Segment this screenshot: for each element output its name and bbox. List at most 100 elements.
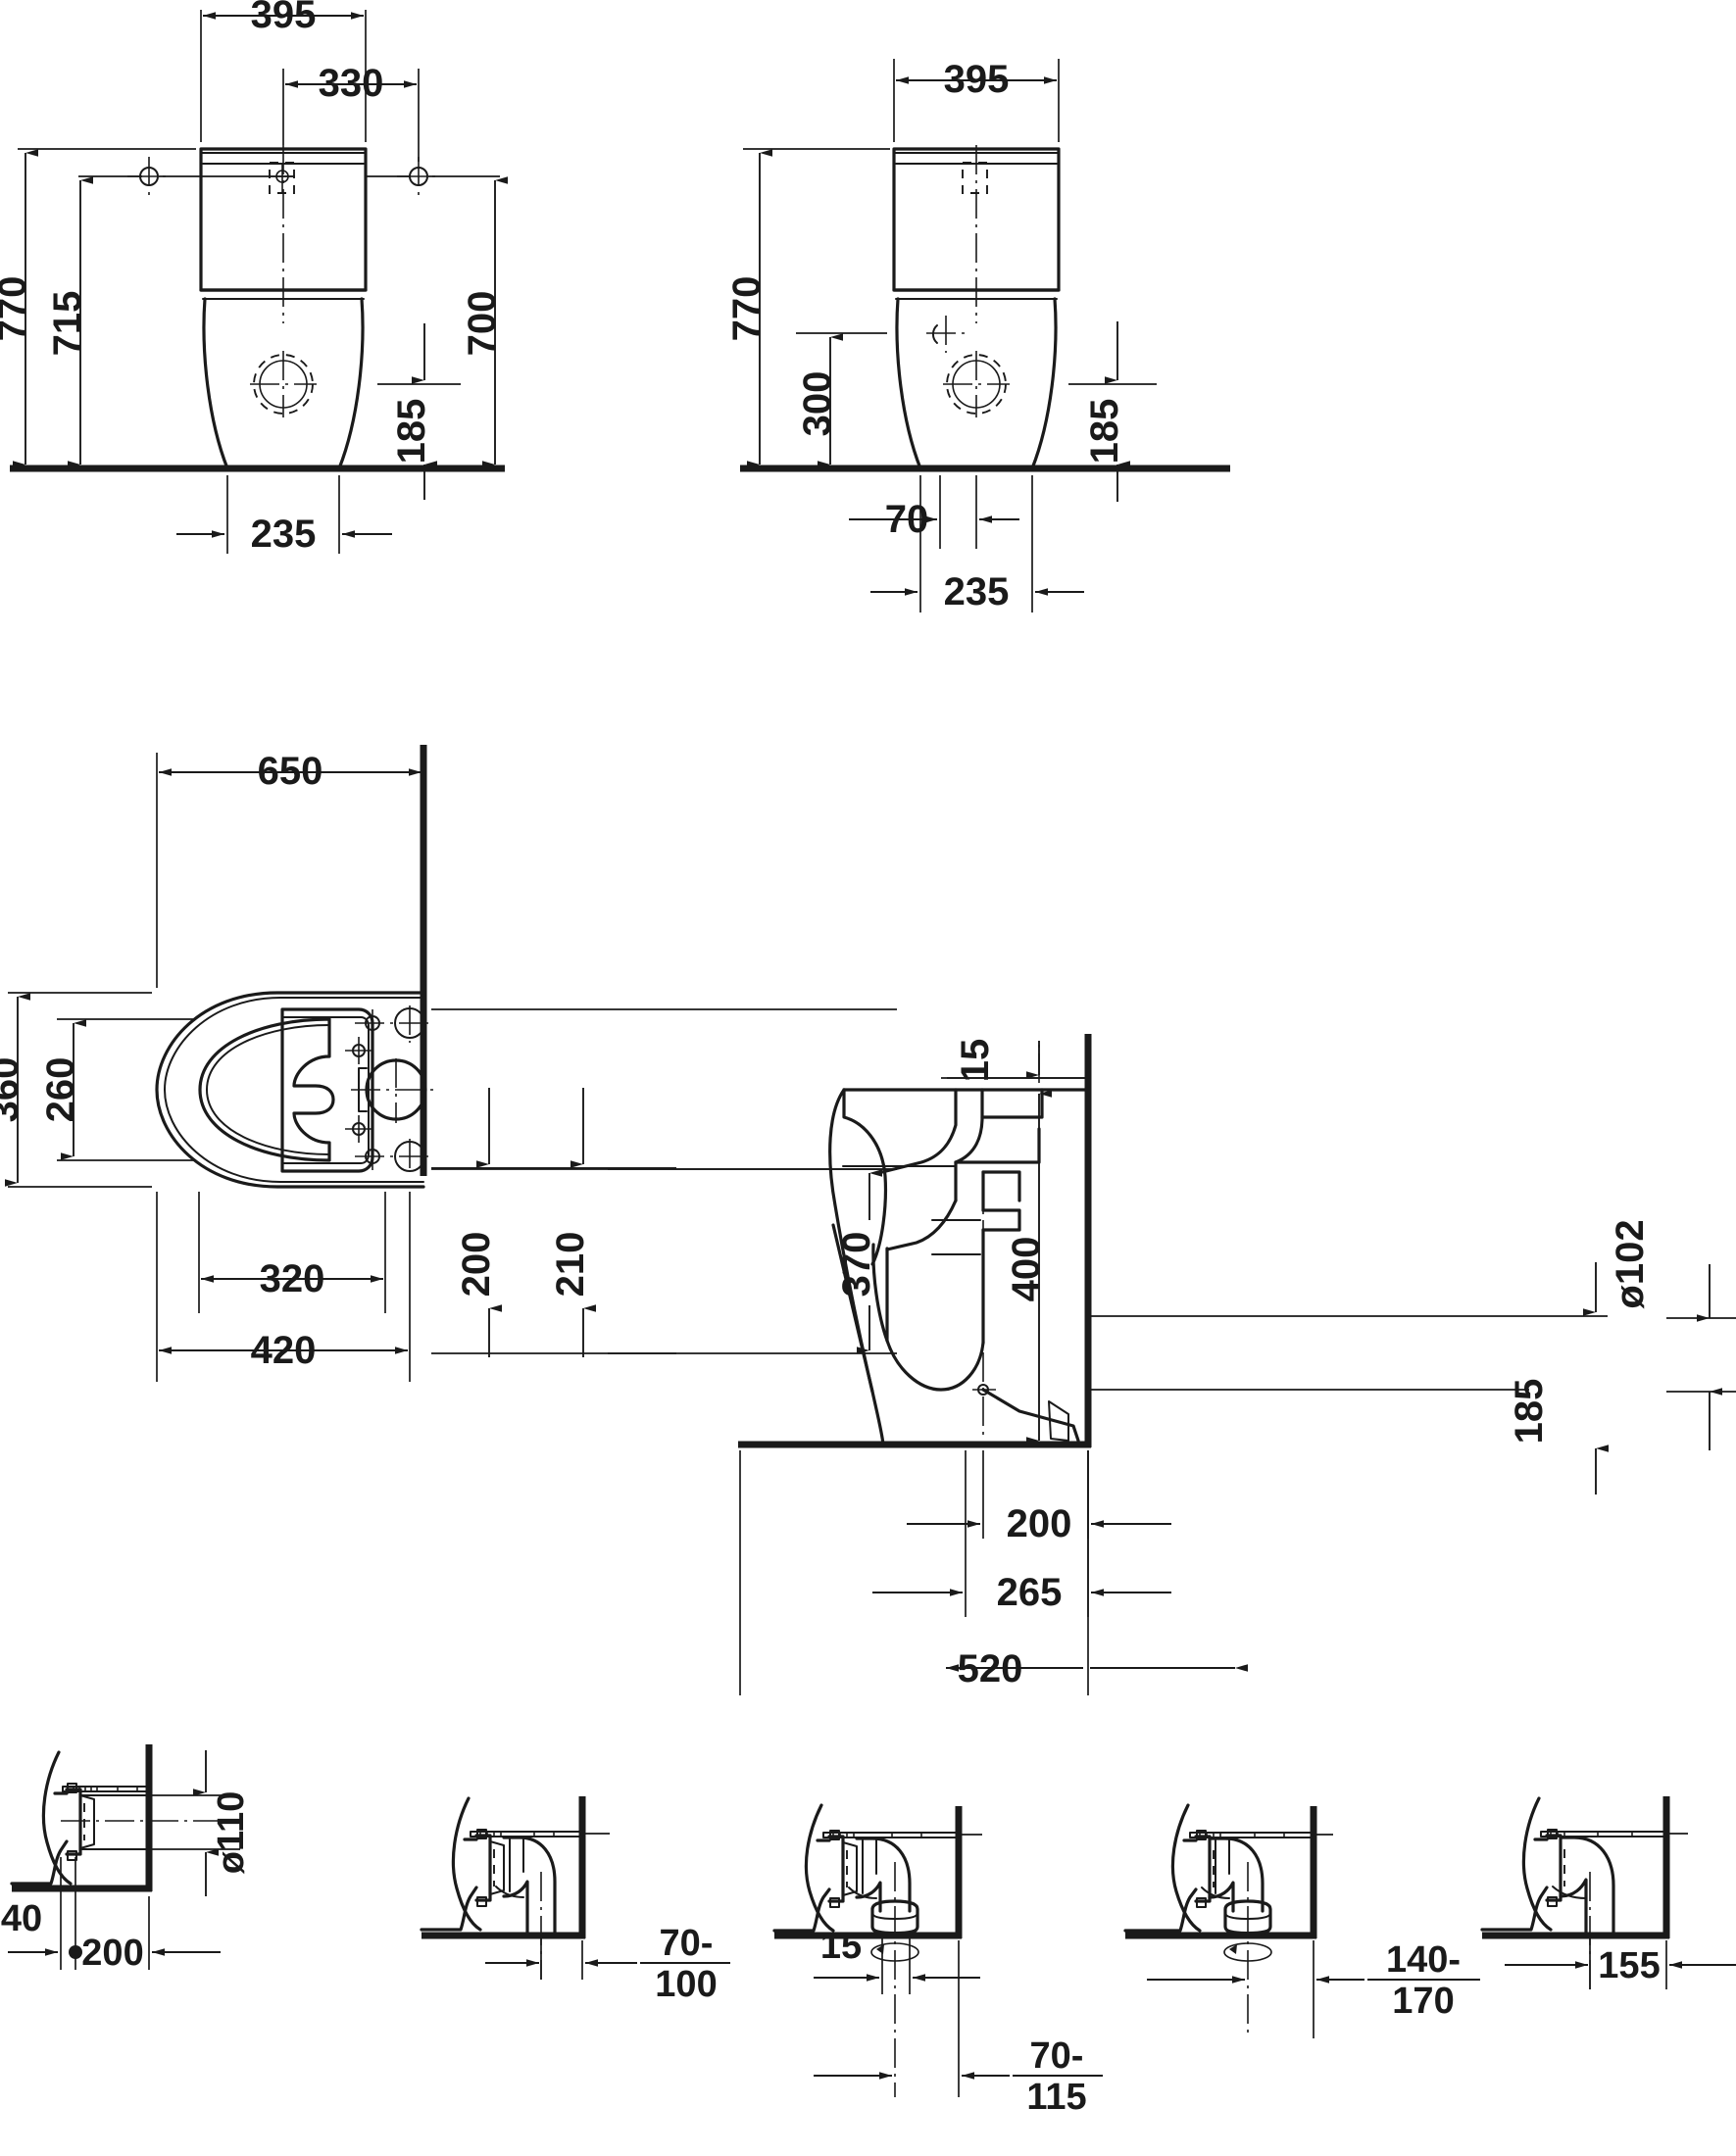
outlet-marker-right <box>943 351 1010 417</box>
dim-label-70-115-line1-v3: 70- <box>1030 2035 1084 2077</box>
view-front-elevation: 395 330 770 715 700 <box>0 0 508 556</box>
dim-210-plan: 210 <box>549 1088 592 1297</box>
flush-button-hidden-outline-right <box>962 162 988 194</box>
outlet-variant-4: 140- 170 <box>1123 1803 1480 2038</box>
v2-bowl-base <box>420 1886 478 1932</box>
v3-bowl-base <box>772 1887 831 1933</box>
dim-770-right: 770 <box>725 148 890 468</box>
dim-label-185-section: 185 <box>1508 1379 1551 1445</box>
dim-label-400-section: 400 <box>1005 1237 1048 1302</box>
dim-265-section: 265 <box>872 1450 1171 1617</box>
dim-label-700-front: 700 <box>461 291 504 357</box>
dim-300-right: 300 <box>796 332 887 468</box>
outlet-variant-2: 70- 100 <box>420 1796 730 2005</box>
dim-200-plan: 200 <box>431 1088 676 1298</box>
dim-260-plan: 260 <box>39 1018 196 1161</box>
v1-dim-dot <box>69 1945 82 1959</box>
dim-label-770-front: 770 <box>0 276 34 342</box>
dim-label-420-plan: 420 <box>251 1329 317 1372</box>
outlet-marker <box>250 351 317 417</box>
v2-flange-strip <box>470 1831 583 1838</box>
dim-label-d102-section: ø102 <box>1609 1219 1652 1308</box>
dim-185-front: 185 <box>377 323 461 500</box>
dim-label-70-100-line2-v2: 100 <box>655 1964 717 2005</box>
dim-label-185-front: 185 <box>390 399 433 465</box>
dim-label-155-v5: 155 <box>1598 1945 1660 1986</box>
dim-label-395-front: 395 <box>251 0 317 36</box>
dim-395-right: 395 <box>893 58 1060 142</box>
dim-label-395-right: 395 <box>944 58 1010 101</box>
v3-bend <box>848 1837 912 1913</box>
dim-155-v5: 155 <box>1505 1936 1736 1989</box>
dim-label-360-plan: 360 <box>0 1057 26 1123</box>
plan-body-outline <box>155 991 425 1189</box>
outlet-variant-1: ø110 40 200 <box>1 1744 252 1974</box>
dim-185-section: 185 <box>1091 1379 1736 1494</box>
dim-label-520-section: 520 <box>958 1647 1023 1690</box>
dim-label-40-v1: 40 <box>1 1898 42 1939</box>
dim-400-section: 400 <box>1005 1090 1052 1445</box>
plan-flush-valve-opening <box>351 1058 439 1123</box>
dim-label-770-right: 770 <box>725 276 769 342</box>
v4-bend <box>1201 1837 1265 1913</box>
outlet-variant-5: 155 <box>1480 1796 1736 1989</box>
dim-label-140-170-line1-v4: 140- <box>1386 1939 1461 1981</box>
v5-flange-strip <box>1540 1831 1667 1838</box>
dim-label-235-right: 235 <box>944 570 1010 613</box>
dim-label-260-plan: 260 <box>39 1057 82 1123</box>
dim-770-front: 770 <box>0 148 196 468</box>
dim-235-front: 235 <box>176 475 392 556</box>
view-front-elevation-right: 395 770 300 185 70 <box>725 58 1230 613</box>
plan-seat-ring <box>198 1017 335 1162</box>
dim-420-plan: 420 <box>156 1192 411 1382</box>
v2-bowl <box>451 1796 482 1932</box>
dim-label-265-section: 265 <box>997 1571 1063 1614</box>
v3-bowl <box>804 1803 835 1933</box>
view-section: 15 400 ø102 185 <box>738 1034 1736 1695</box>
dim-520-section: 520 <box>739 1450 1089 1695</box>
bowl-pedestal-outline <box>202 297 365 470</box>
v3-flange-strip <box>822 1832 960 1838</box>
dim-label-15-v3: 15 <box>820 1926 862 1967</box>
dim-200-210-lower <box>431 1304 676 1357</box>
dim-40-200-v1: 40 200 <box>1 1857 221 1974</box>
dim-label-70-115-line2-v3: 115 <box>1026 2077 1086 2118</box>
dim-label-200-v1: 200 <box>81 1933 143 1974</box>
bowl-pedestal-outline-right <box>895 297 1058 470</box>
v5-bowl-base <box>1480 1886 1549 1932</box>
dim-label-715-front: 715 <box>46 291 89 357</box>
v4-flange-strip <box>1189 1832 1314 1838</box>
dim-185-right: 185 <box>1068 321 1157 502</box>
dim-235-right: 235 <box>870 475 1084 613</box>
v5-bend <box>1552 1836 1615 1937</box>
dim-360-plan: 360 <box>0 992 152 1188</box>
v2-bend <box>495 1836 557 1937</box>
dim-label-140-170-line2-v4: 170 <box>1392 1981 1454 2022</box>
v4-bowl <box>1170 1803 1202 1933</box>
dim-715-front: 715 <box>46 175 142 468</box>
dim-label-330-front: 330 <box>319 62 384 105</box>
dim-label-650-plan: 650 <box>258 750 323 793</box>
dim-320-plan: 320 <box>198 1192 386 1313</box>
dim-70-100-v2: 70- 100 <box>485 1923 730 2005</box>
dim-label-210-plan: 210 <box>549 1232 592 1298</box>
dim-15-section-label: 15 <box>941 1039 1086 1083</box>
dim-650-plan: 650 <box>156 750 424 988</box>
inlet-marker-right <box>926 316 966 353</box>
dim-label-15-section: 15 <box>954 1039 997 1083</box>
v5-bowl <box>1521 1796 1553 1932</box>
dim-label-200-plan: 200 <box>455 1232 498 1298</box>
dim-label-320-plan: 320 <box>260 1257 325 1300</box>
plan-cistern-bolt-top <box>355 1005 433 1043</box>
dim-d102-section: ø102 <box>1091 1219 1736 1322</box>
dim-label-300-right: 300 <box>796 371 839 437</box>
outlet-variant-3: 15 70- 115 <box>772 1803 1103 2118</box>
dim-700-front: 700 <box>461 176 508 468</box>
dim-330-front: 330 <box>282 62 420 162</box>
dim-70-115-v3: 70- 115 <box>814 1940 1103 2118</box>
dim-395-front: 395 <box>200 0 367 142</box>
dim-label-200-section: 200 <box>1007 1502 1072 1545</box>
